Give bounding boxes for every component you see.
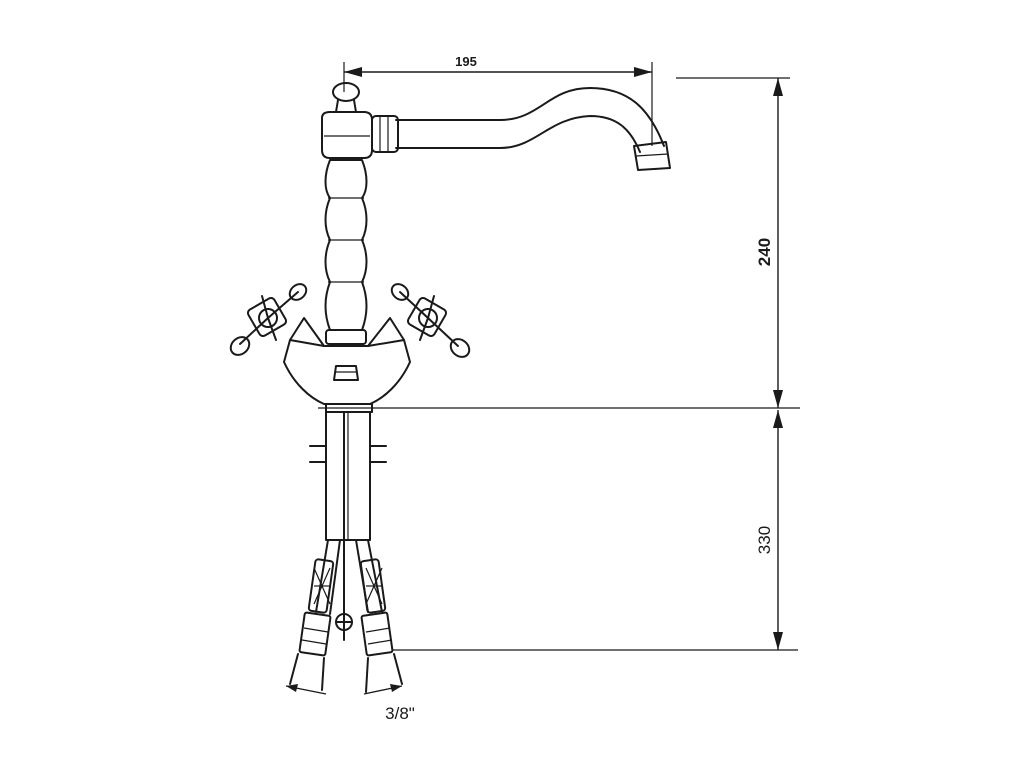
arrow-bottom: [773, 390, 783, 408]
arrow-hose-bottom: [773, 632, 783, 650]
dimension-hose-length: 330: [392, 410, 798, 651]
left-cross-handle: [229, 283, 325, 356]
thread-arrow-left: [286, 684, 298, 692]
label-spout-height: 240: [755, 238, 774, 266]
faucet-spout: [371, 87, 671, 171]
label-hose-thread: 3/8": [385, 704, 415, 723]
dimension-spout-height: 240: [676, 77, 790, 408]
label-hose-length: 330: [755, 526, 774, 554]
right-cross-handle: [367, 283, 471, 358]
arrow-right: [634, 67, 652, 77]
supply-hose-right: [355, 539, 403, 693]
faucet-base: [283, 339, 411, 413]
arrow-left: [344, 67, 362, 77]
thread-arrow-right: [390, 684, 402, 692]
supply-hose-left: [289, 539, 341, 691]
dimension-hose-thread: 3/8": [285, 684, 415, 723]
arrow-top: [773, 78, 783, 96]
label-spout-reach: 195: [455, 54, 477, 69]
arrow-hose-top: [773, 410, 783, 428]
dimension-spout-reach: 195: [343, 54, 653, 146]
faucet-column: [321, 82, 373, 345]
mounting-shank: [309, 411, 387, 641]
